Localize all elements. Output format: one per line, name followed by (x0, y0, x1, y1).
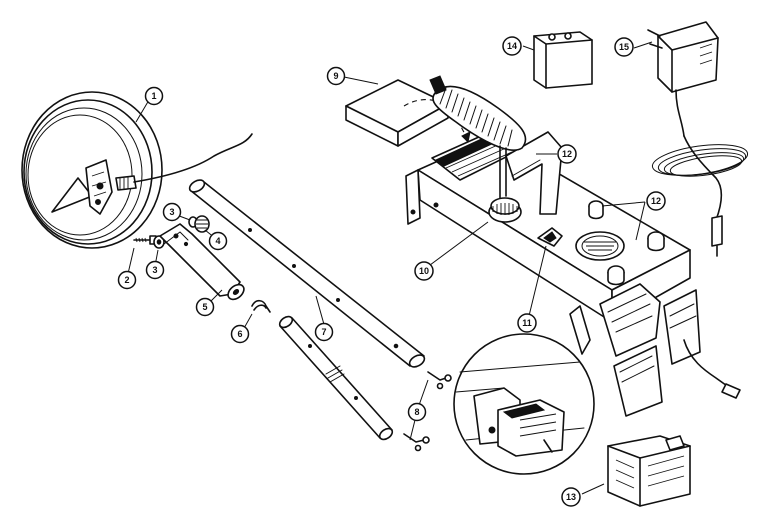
callout-13: 13 (561, 487, 581, 507)
assembly-arrowhead (461, 131, 471, 144)
callout-7: 7 (314, 322, 334, 342)
callout-14-label: 14 (507, 41, 517, 51)
callout-9-label: 9 (333, 71, 338, 81)
callout-12-right-label: 12 (651, 196, 661, 206)
callout-6: 6 (230, 324, 250, 344)
shaft-clips (403, 371, 452, 452)
callout-2-label: 2 (124, 275, 129, 285)
callout-3-lower: 3 (145, 260, 165, 280)
callout-1-label: 1 (151, 91, 156, 101)
callout-10: 10 (414, 261, 434, 281)
callout-3-upper: 3 (162, 202, 182, 222)
search-coil (21, 91, 253, 249)
callout-6-label: 6 (237, 329, 242, 339)
callout-10-label: 10 (419, 266, 429, 276)
callout-12-right: 12 (646, 191, 666, 211)
callout-11-label: 11 (522, 318, 532, 328)
lower-rod (159, 223, 245, 301)
callout-14: 14 (502, 36, 522, 56)
callout-8: 8 (407, 402, 427, 422)
callout-4: 4 (208, 231, 228, 251)
callout-1: 1 (144, 86, 164, 106)
upper-shaft (188, 179, 426, 368)
callout-15: 15 (614, 37, 634, 57)
callout-3-lower-label: 3 (152, 265, 157, 275)
callout-8-label: 8 (414, 407, 419, 417)
extension-shaft (278, 315, 394, 441)
callout-12-top: 12 (557, 144, 577, 164)
lock-knob (194, 215, 210, 233)
washer-lower (153, 235, 165, 249)
callout-13-label: 13 (566, 492, 576, 502)
callout-12-top-label: 12 (562, 149, 572, 159)
detail-magnifier (453, 333, 595, 475)
callout-4-label: 4 (215, 236, 220, 246)
callout-5: 5 (195, 297, 215, 317)
callout-7-label: 7 (321, 327, 326, 337)
callout-9: 9 (326, 66, 346, 86)
battery-9v (533, 31, 593, 89)
spring-clip (251, 299, 271, 313)
battery-cover (345, 79, 449, 147)
callout-15-label: 15 (619, 42, 629, 52)
callout-3-upper-label: 3 (169, 207, 174, 217)
screw (133, 235, 157, 245)
callout-2: 2 (117, 270, 137, 290)
control-housing (405, 75, 741, 417)
callout-11: 11 (517, 313, 537, 333)
callout-5-label: 5 (202, 302, 207, 312)
battery-holder (607, 435, 691, 507)
ac-adapter (647, 21, 749, 257)
